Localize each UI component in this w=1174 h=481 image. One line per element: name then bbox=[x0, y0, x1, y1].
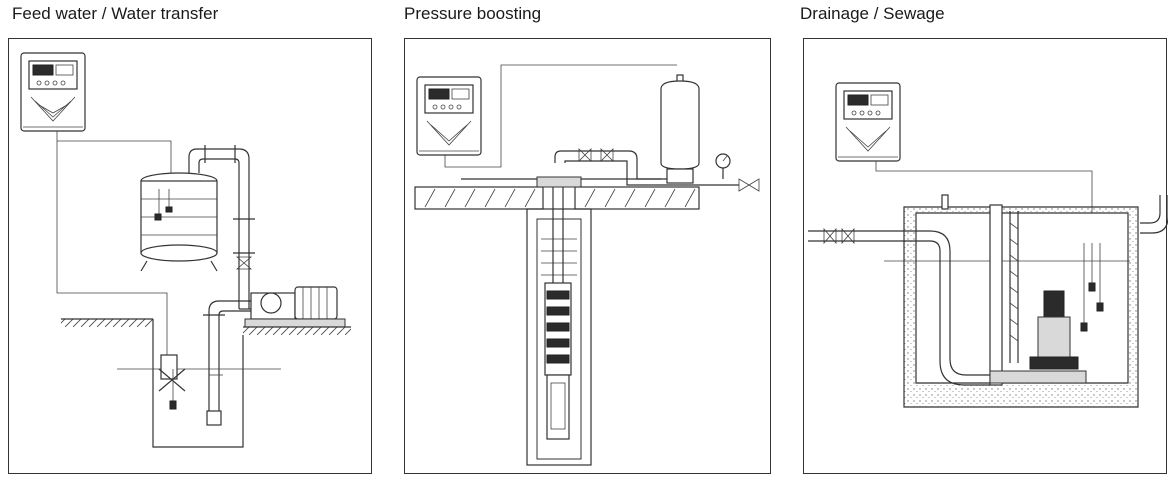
ground-hatch-right bbox=[243, 327, 351, 335]
sump-pit bbox=[152, 319, 244, 448]
pressure-gauge bbox=[715, 153, 731, 179]
well-casing bbox=[526, 208, 592, 466]
drainage-sewage-diagram bbox=[808, 82, 1168, 408]
pressure-tank bbox=[660, 74, 700, 184]
water-tank bbox=[140, 172, 218, 272]
pressure-boosting-diagram bbox=[414, 64, 760, 466]
well-head-plate bbox=[536, 176, 582, 188]
vent-pipe bbox=[941, 194, 949, 210]
sewage-chamber bbox=[884, 206, 1139, 408]
outlet-pipe bbox=[1140, 195, 1161, 224]
guide-rail bbox=[989, 204, 1019, 386]
inlet-pipe bbox=[808, 227, 990, 386]
float-switches bbox=[1080, 243, 1104, 332]
suction-pipe bbox=[208, 300, 251, 411]
panel-feed-water bbox=[8, 38, 372, 474]
sewage-pump bbox=[989, 290, 1087, 384]
cable-to-tank-2 bbox=[444, 64, 677, 168]
delivery-pipe bbox=[188, 145, 255, 309]
controller-box-3 bbox=[835, 82, 901, 162]
panel-drainage-sewage bbox=[803, 38, 1168, 474]
panel-pressure-boosting bbox=[404, 38, 771, 474]
outlet-valve bbox=[738, 178, 760, 192]
title-feed-water: Feed water / Water transfer bbox=[12, 4, 219, 23]
discharge-pipe bbox=[554, 150, 661, 180]
surface-pump bbox=[239, 286, 346, 328]
ground-hatch-left bbox=[61, 319, 153, 327]
cable-to-sump bbox=[56, 131, 168, 369]
title-drainage-sewage: Drainage / Sewage bbox=[800, 4, 945, 23]
controller-box-1 bbox=[20, 52, 86, 132]
title-pressure-boosting: Pressure boosting bbox=[404, 4, 542, 23]
controller-box-2 bbox=[416, 76, 482, 156]
feed-water-diagram bbox=[20, 52, 351, 448]
float-switch-1 bbox=[158, 354, 186, 410]
submersible-pump bbox=[544, 282, 572, 440]
floor-slab bbox=[414, 186, 700, 210]
